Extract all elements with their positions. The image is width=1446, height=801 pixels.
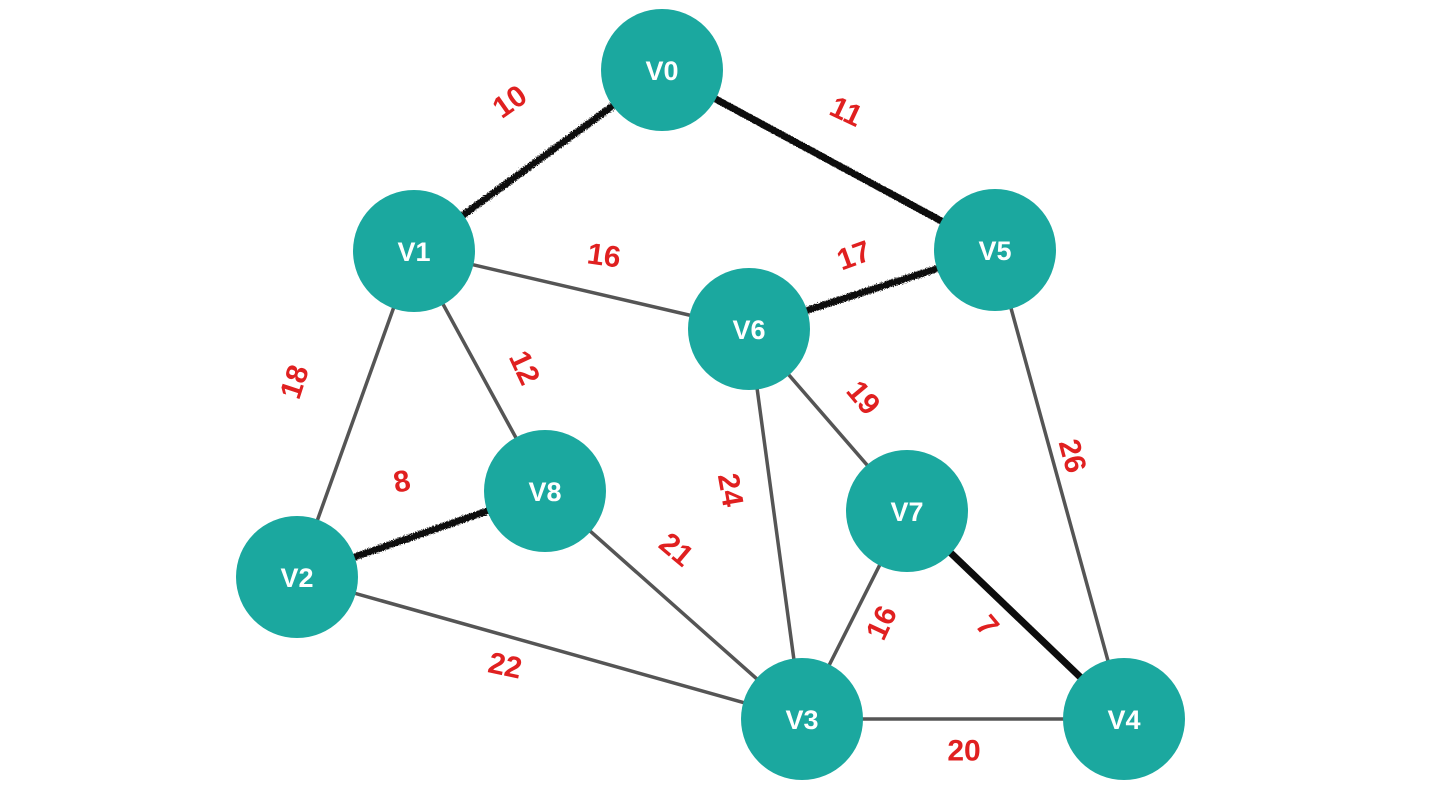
node-label: V2 [280, 563, 313, 593]
edge-weight-v5-v4: 26 [1052, 436, 1093, 477]
node-circle [934, 189, 1056, 311]
node-v4: V4 [1063, 658, 1185, 780]
node-label: V5 [978, 236, 1011, 266]
node-label: V7 [890, 497, 923, 527]
node-v2: V2 [236, 516, 358, 638]
node-circle [601, 9, 723, 131]
edge-v2-v3 [295, 575, 804, 721]
node-circle [484, 430, 606, 552]
node-v7: V7 [846, 450, 968, 572]
node-label: V6 [732, 315, 765, 345]
node-label: V1 [397, 237, 430, 267]
edge-weight-v1-v2: 18 [274, 361, 316, 403]
edge-weight-v8-v3: 21 [653, 527, 700, 574]
edge-weight-v0-v1: 10 [487, 79, 533, 125]
edge-weight-v2-v3: 22 [485, 646, 525, 685]
node-v1: V1 [353, 190, 475, 312]
node-v8: V8 [484, 430, 606, 552]
edge-weight-v6-v7: 19 [840, 375, 887, 422]
edge-weight-v0-v5: 11 [825, 90, 868, 133]
edge-weight-v3-v4: 20 [947, 735, 980, 768]
edge-v0-v5 [658, 66, 999, 254]
node-circle [353, 190, 475, 312]
edge-weight-v1-v6: 16 [585, 237, 623, 274]
node-label: V8 [528, 477, 561, 507]
node-v3: V3 [741, 658, 863, 780]
edge-weight-v6-v3: 24 [711, 471, 749, 510]
node-label: V3 [785, 705, 818, 735]
weights-layer: 10 11 16 17 18 12 19 26 24 8 21 22 16 7 20 [274, 79, 1092, 768]
edge-weight-v1-v8: 12 [502, 346, 546, 390]
node-circle [236, 516, 358, 638]
node-v5: V5 [934, 189, 1056, 311]
node-label: V0 [645, 56, 678, 86]
node-v0: V0 [601, 9, 723, 131]
node-v6: V6 [688, 268, 810, 390]
node-circle [688, 268, 810, 390]
edge-v5-v4 [993, 248, 1126, 721]
edge-weight-v7-v4: 7 [969, 609, 1005, 643]
edge-weight-v2-v8: 8 [391, 464, 413, 499]
edge-v6-v3 [747, 327, 804, 721]
node-circle [846, 450, 968, 572]
node-label: V4 [1107, 705, 1140, 735]
edge-weight-v7-v3: 16 [860, 601, 904, 645]
node-circle [741, 658, 863, 780]
edge-weight-v6-v5: 17 [833, 235, 876, 277]
node-circle [1063, 658, 1185, 780]
